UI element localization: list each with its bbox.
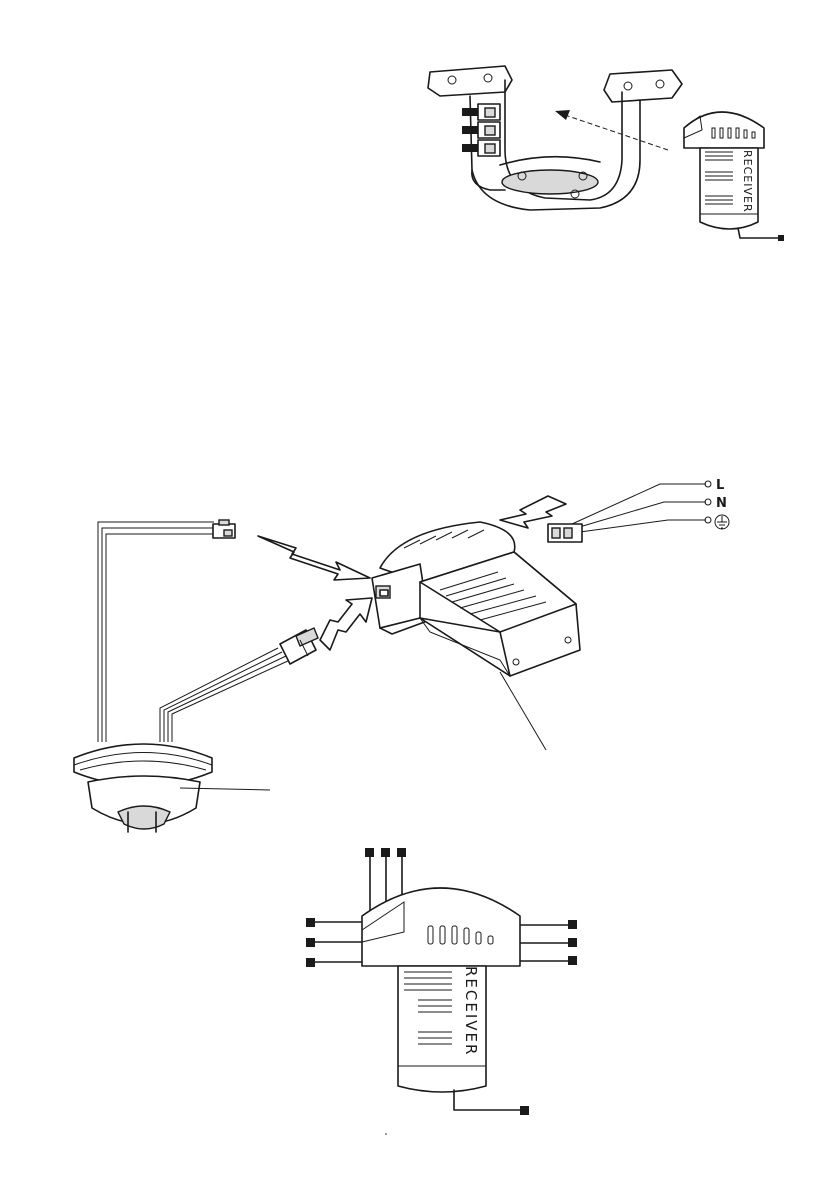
wire-end-terminal: [568, 920, 577, 929]
wire-end-terminal: [365, 848, 374, 857]
receiver-bottom-label: RECEIVER: [462, 966, 480, 1056]
label-live: L: [716, 478, 724, 493]
receiver-top-label: RECEIVER: [741, 150, 754, 213]
wire-end-terminal: [381, 848, 390, 857]
connect-arrow-upper: [258, 536, 370, 580]
wire-end-terminal: [397, 848, 406, 857]
connect-arrow-lower: [320, 598, 372, 650]
ground-icon: [715, 515, 729, 529]
receiver-top: RECEIVER: [684, 112, 784, 241]
terminal-block: [462, 104, 500, 156]
wire-end-terminal: [306, 938, 315, 947]
receiver-box: [372, 522, 580, 750]
wire-end-terminal: [778, 235, 784, 241]
power-connector: L N: [548, 478, 729, 542]
canopy-wiring: [98, 520, 318, 742]
canopy: [74, 744, 270, 832]
wire-end-terminal: [306, 958, 315, 967]
wire-end-terminal: [568, 938, 577, 947]
label-neutral: N: [716, 496, 727, 511]
mounting-bracket: [428, 66, 682, 210]
wire-end-terminal: [568, 956, 577, 965]
plug-connector-top: [213, 520, 235, 538]
receiver-bottom: RECEIVER: [306, 848, 577, 1135]
wire-end-terminal: [520, 1106, 529, 1115]
plug-connector-bottom: [280, 628, 318, 664]
wire-end-terminal: [306, 918, 315, 927]
